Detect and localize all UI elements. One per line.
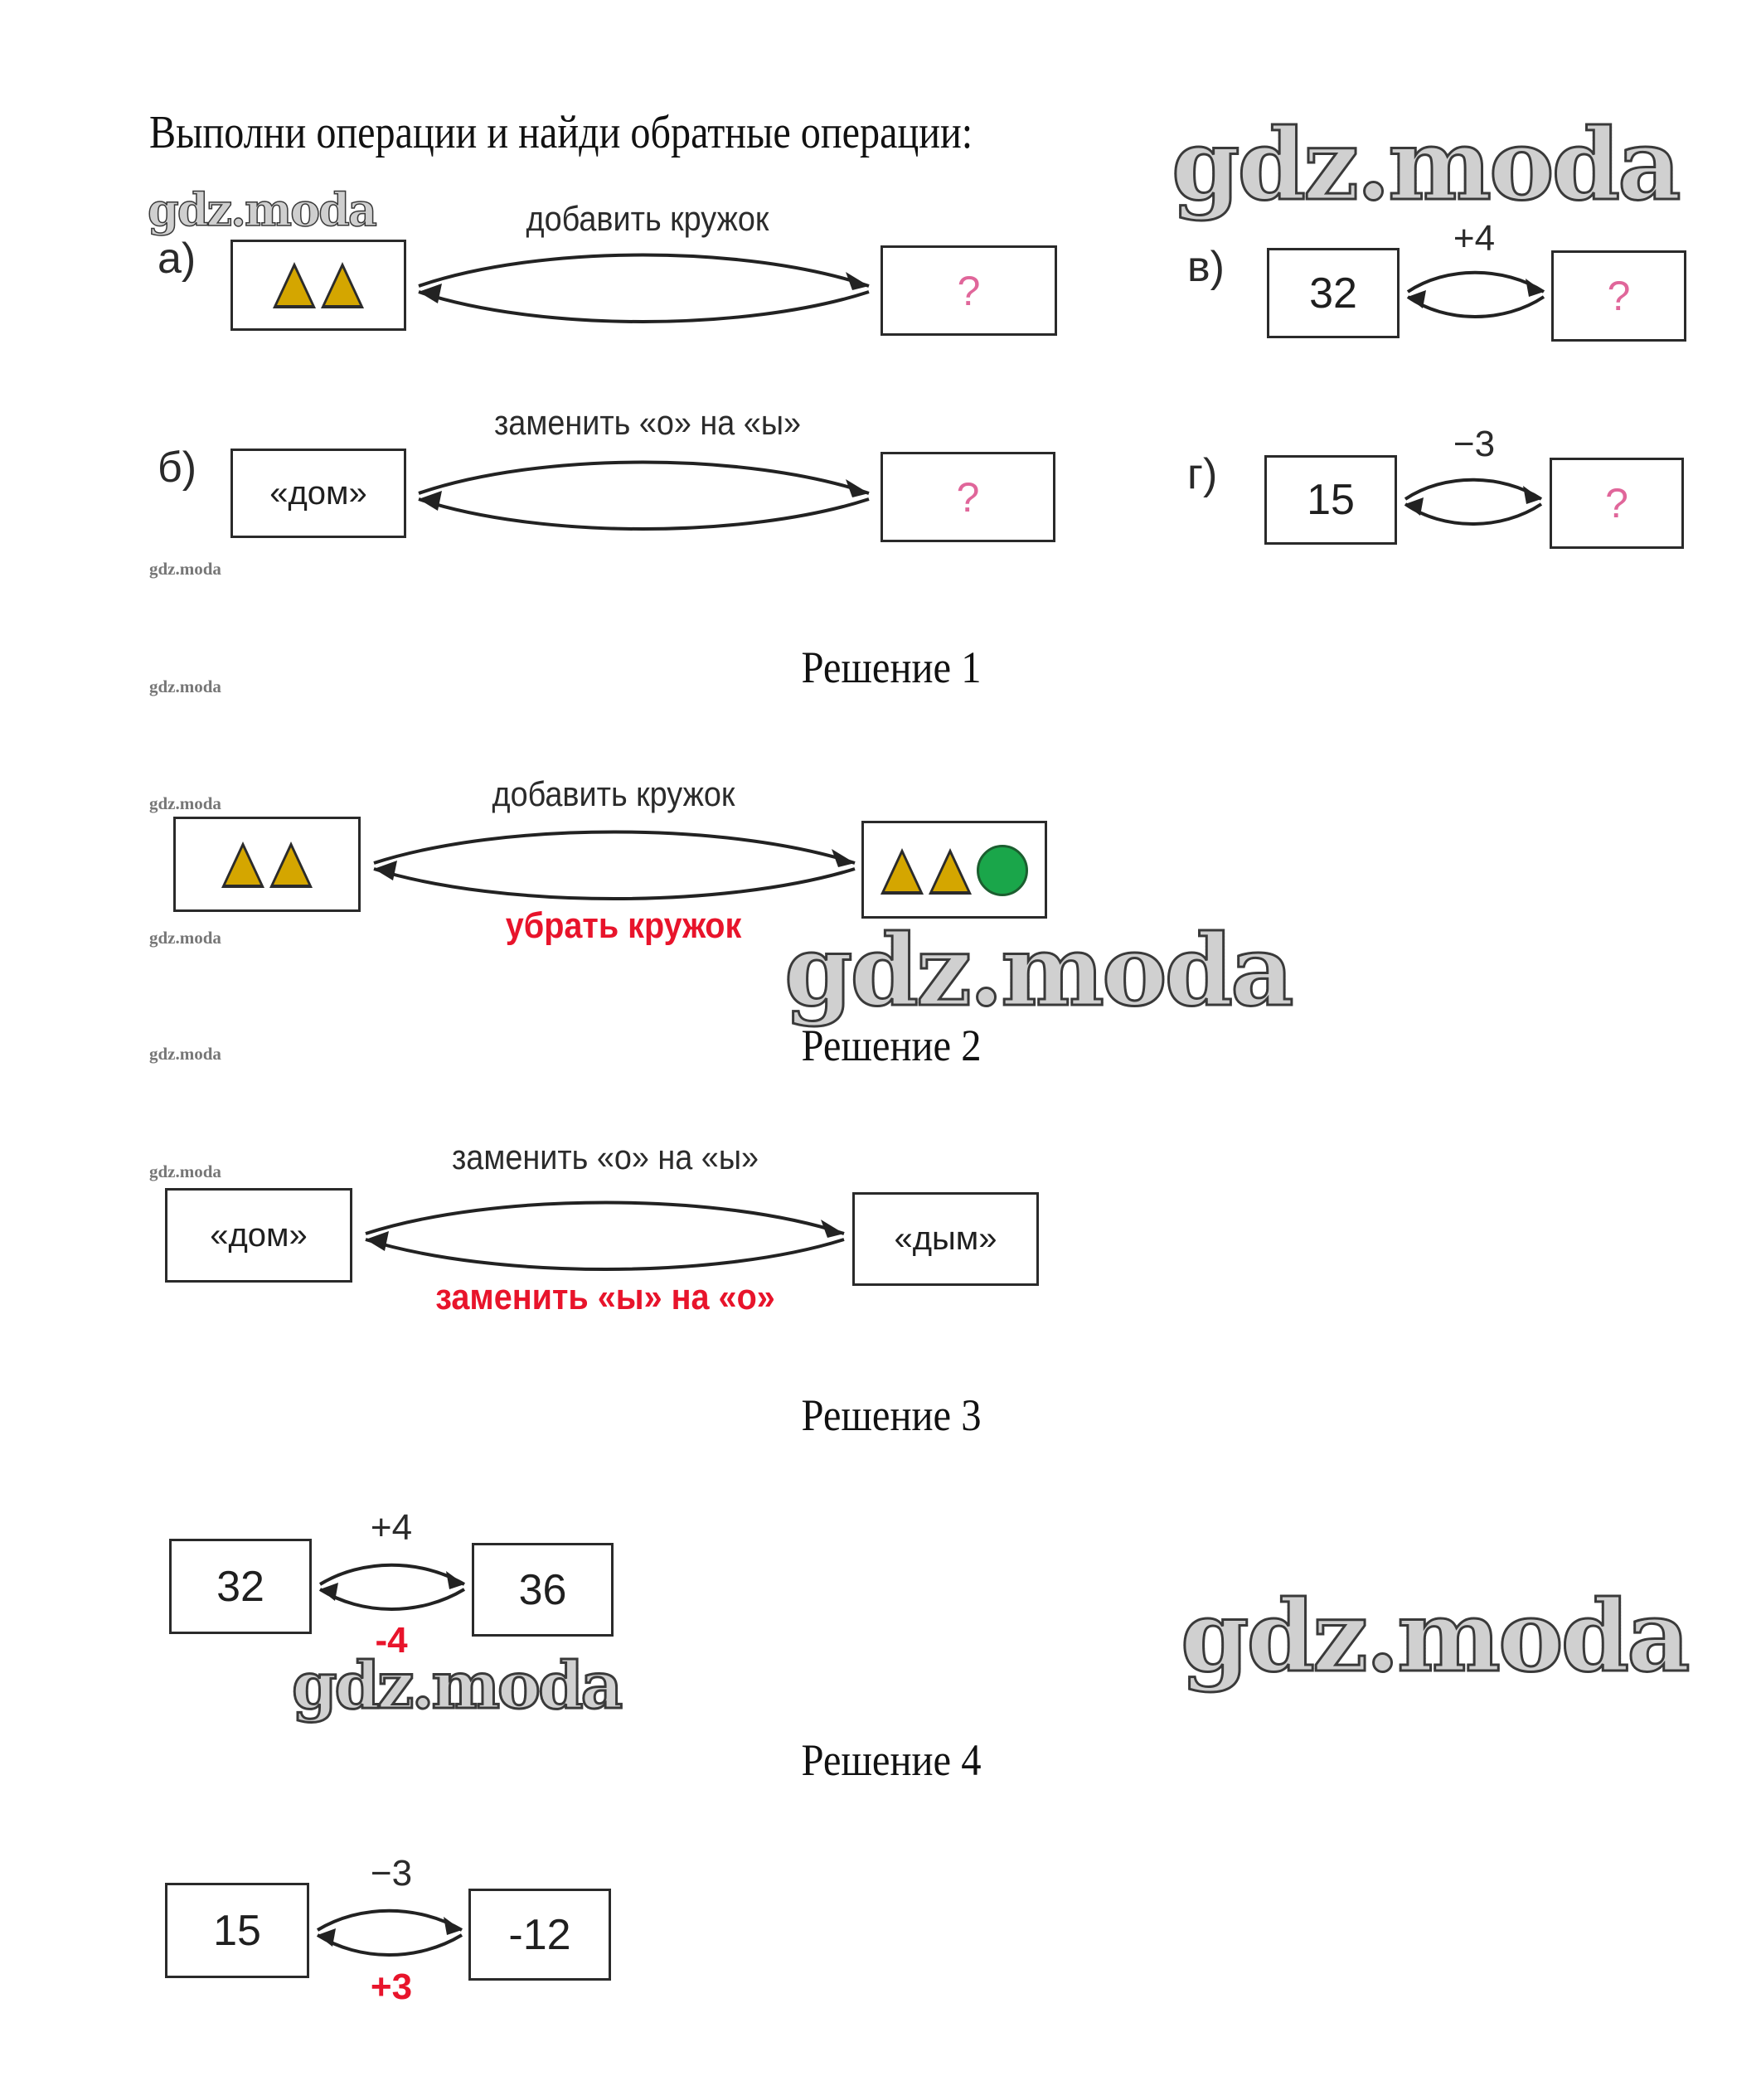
task-v-operation: +4 <box>1453 218 1496 259</box>
solution-1-forward: добавить кружок <box>492 774 735 813</box>
word-dom: «дом» <box>269 474 367 512</box>
question-mark: ? <box>957 267 981 314</box>
task-v-answer-box: ? <box>1551 250 1686 342</box>
double-arrow-icon <box>418 460 870 531</box>
solution-1-to-box <box>861 821 1047 919</box>
item-label-a: а) <box>158 235 196 283</box>
watermark-large: gdz.moda <box>783 913 1296 1028</box>
solution-3-from-box: 32 <box>169 1539 312 1634</box>
solution-4-inverse: +3 <box>370 1967 413 2007</box>
solution-3-inverse: -4 <box>375 1620 408 1661</box>
watermark-large: gdz.moda <box>290 1648 623 1724</box>
solution-2-heading: Решение 2 <box>801 1021 982 1070</box>
task-g-from-box: 15 <box>1264 455 1397 545</box>
double-arrow-icon <box>316 1908 463 1957</box>
solution-3-forward: +4 <box>370 1507 413 1548</box>
number-value: 36 <box>518 1565 567 1614</box>
watermark-small: gdz.moda <box>149 1162 221 1181</box>
watermark-medium: gdz.moda <box>147 183 377 236</box>
solution-2-from-box: «дом» <box>165 1188 352 1283</box>
watermark-small: gdz.moda <box>149 559 221 579</box>
number-value: -12 <box>508 1910 571 1959</box>
solution-4-heading: Решение 4 <box>801 1735 982 1785</box>
task-b-operation: заменить «о» на «ы» <box>493 403 802 442</box>
solution-4-forward: −3 <box>370 1853 413 1894</box>
solution-4-to-box: -12 <box>468 1889 611 1981</box>
solution-1-inverse: убрать кружок <box>505 905 742 946</box>
triangles-group <box>273 262 364 308</box>
item-label-v: в) <box>1187 243 1225 291</box>
double-arrow-icon <box>365 1200 845 1271</box>
word-dom: «дом» <box>210 1216 308 1254</box>
solution-3-to-box: 36 <box>472 1543 614 1637</box>
solution-1-from-box <box>173 817 361 912</box>
number-value: 15 <box>213 1906 261 1955</box>
solution-2-inverse: заменить «ы» на «о» <box>435 1277 775 1317</box>
task-b-from-box: «дом» <box>230 449 406 538</box>
task-v-from-box: 32 <box>1267 248 1400 338</box>
double-arrow-icon <box>418 253 870 323</box>
question-mark: ? <box>956 473 980 521</box>
watermark-small: gdz.moda <box>149 928 221 948</box>
shapes-group <box>880 845 1028 896</box>
task-g-answer-box: ? <box>1550 458 1684 549</box>
triangle-icon <box>929 848 972 895</box>
triangle-icon <box>269 841 313 888</box>
solution-4-from-box: 15 <box>165 1883 309 1978</box>
watermark-large: gdz.moda <box>1171 107 1683 222</box>
number-value: 15 <box>1307 476 1355 524</box>
triangle-icon <box>880 848 924 895</box>
triangle-icon <box>273 262 316 308</box>
question-mark: ? <box>1605 480 1628 526</box>
task-g-operation: −3 <box>1453 424 1496 464</box>
task-a-answer-box: ? <box>880 245 1057 336</box>
task-a-from-box <box>230 240 406 331</box>
watermark-small: gdz.moda <box>149 793 221 813</box>
green-circle-icon <box>977 845 1028 896</box>
double-arrow-icon <box>318 1563 466 1611</box>
double-arrow-icon <box>1404 478 1543 526</box>
item-label-g: г) <box>1187 450 1218 498</box>
triangles-group <box>221 841 313 888</box>
watermark-small: gdz.moda <box>149 677 221 696</box>
solution-1-heading: Решение 1 <box>801 643 982 692</box>
solution-2-forward: заменить «о» на «ы» <box>451 1137 759 1176</box>
item-label-b: б) <box>158 444 197 492</box>
number-value: 32 <box>216 1562 264 1611</box>
word-dym: «дым» <box>894 1220 997 1257</box>
watermark-small: gdz.moda <box>149 1044 221 1064</box>
triangle-icon <box>221 841 264 888</box>
solution-2-to-box: «дым» <box>852 1192 1039 1286</box>
number-value: 32 <box>1309 269 1357 318</box>
triangle-icon <box>321 262 364 308</box>
double-arrow-icon <box>1406 270 1545 318</box>
double-arrow-icon <box>373 830 856 900</box>
task-a-operation: добавить кружок <box>526 199 769 238</box>
task-b-answer-box: ? <box>880 452 1055 542</box>
task-title: Выполни операции и найди обратные операц… <box>149 107 973 158</box>
watermark-large: gdz.moda <box>1180 1579 1692 1694</box>
question-mark: ? <box>1607 273 1631 319</box>
solution-3-heading: Решение 3 <box>801 1390 982 1440</box>
